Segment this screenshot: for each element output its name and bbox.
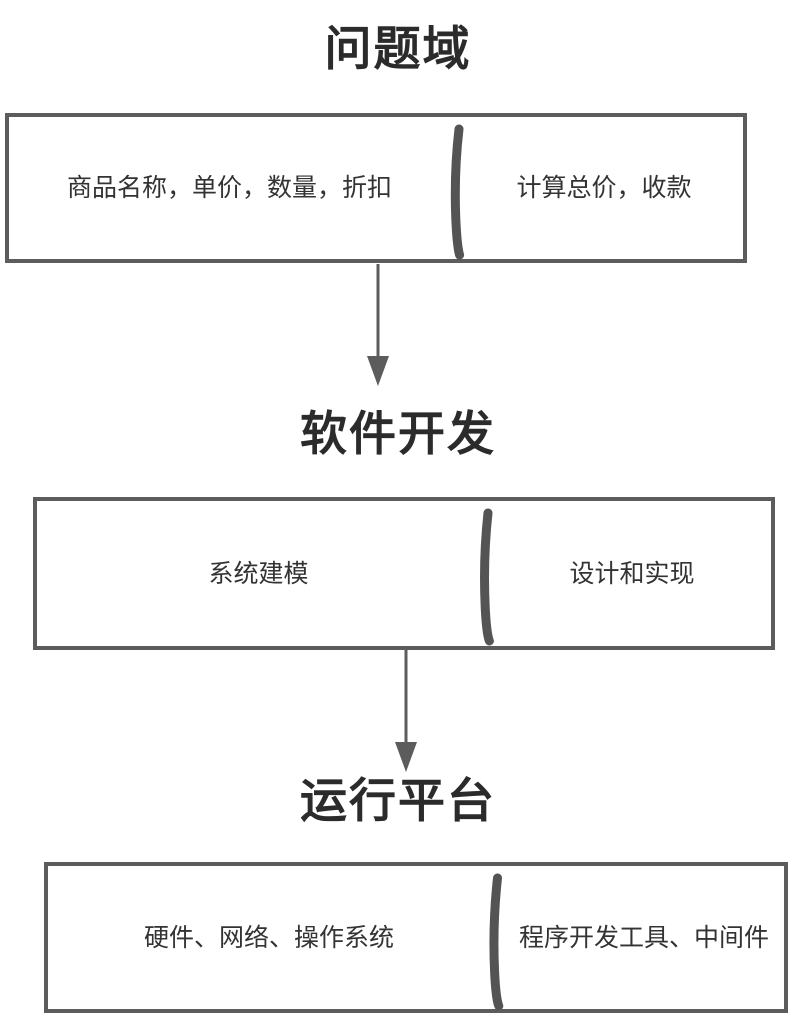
panel-software-development: 系统建模 设计和实现 <box>33 497 775 650</box>
section-title-runtime-platform: 运行平台 <box>300 774 496 827</box>
section-title-problem-domain: 问题域 <box>324 22 472 75</box>
panel-cell-software-right: 设计和实现 <box>569 559 695 588</box>
panel-problem-domain: 商品名称，单价，数量，折扣 计算总价，收款 <box>5 113 747 263</box>
section-title-software-development: 软件开发 <box>300 407 496 460</box>
panel-runtime-platform: 硬件、网络、操作系统 程序开发工具、中间件 <box>44 862 788 1013</box>
arrow-down-icon-problem-to-software <box>367 264 389 386</box>
panel-cell-problem-right: 计算总价，收款 <box>516 174 692 202</box>
arrow-down-icon-software-to-platform <box>395 650 417 772</box>
panel-cell-platform-left: 硬件、网络、操作系统 <box>143 923 394 952</box>
panel-cell-software-left: 系统建模 <box>208 559 309 588</box>
panel-cell-platform-right: 程序开发工具、中间件 <box>518 923 769 952</box>
panel-cell-problem-left: 商品名称，单价，数量，折扣 <box>66 174 392 202</box>
